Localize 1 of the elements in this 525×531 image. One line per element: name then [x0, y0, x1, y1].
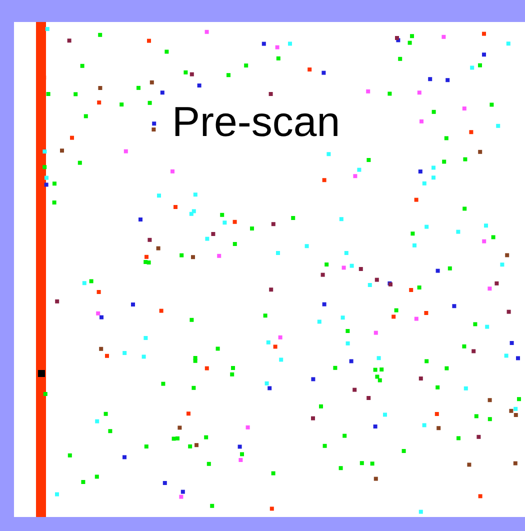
stage-label: Pre-scan	[172, 98, 340, 146]
